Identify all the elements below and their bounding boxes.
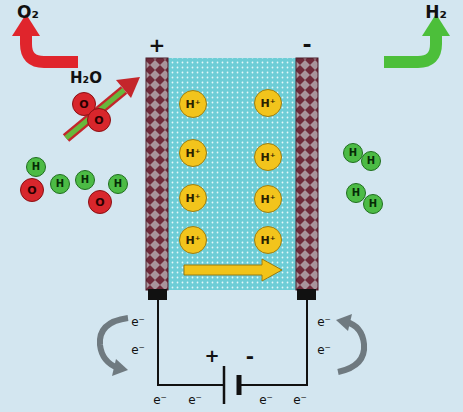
hydrogen-atom: H bbox=[363, 194, 383, 214]
hydrogen-atom-text: H bbox=[367, 156, 375, 166]
electron-label: e⁻ bbox=[317, 316, 331, 328]
electron-label: e⁻ bbox=[188, 394, 202, 406]
hydrogen-atom: H bbox=[108, 174, 128, 194]
proton-circle: H⁺ bbox=[179, 184, 207, 212]
electron-label: e⁻ bbox=[259, 394, 273, 406]
water-inflow-arrow bbox=[66, 90, 124, 138]
polarity-sign: + bbox=[149, 35, 166, 55]
proton-circle: H⁺ bbox=[179, 226, 207, 254]
electron-flow-arrowhead bbox=[336, 314, 352, 331]
proton-circle-text: H⁺ bbox=[185, 193, 200, 204]
proton-circle: H⁺ bbox=[254, 185, 282, 213]
battery-sign: - bbox=[246, 346, 254, 366]
proton-circle-text: H⁺ bbox=[185, 235, 200, 246]
terminal bbox=[297, 289, 316, 300]
proton-circle-text: H⁺ bbox=[260, 152, 275, 163]
electron-label: e⁻ bbox=[131, 344, 145, 356]
proton-circle: H⁺ bbox=[179, 90, 207, 118]
reactant-label: H₂O bbox=[70, 71, 102, 86]
water-inflow-arrow bbox=[66, 90, 124, 138]
battery-plate bbox=[237, 375, 242, 395]
proton-circle: H⁺ bbox=[254, 89, 282, 117]
electron-label: e⁻ bbox=[131, 316, 145, 328]
electron-flow-arrow bbox=[338, 322, 364, 372]
cathode bbox=[296, 58, 318, 290]
hydrogen-atom-text: H bbox=[114, 179, 122, 189]
hydrogen-atom: H bbox=[50, 174, 70, 194]
membrane bbox=[168, 58, 296, 290]
hydrogen-atom-text: H bbox=[352, 188, 360, 198]
electron-label: e⁻ bbox=[317, 344, 331, 356]
oxygen-atom-text: O bbox=[27, 185, 36, 196]
anode bbox=[146, 58, 168, 290]
electron-flow-arrow bbox=[100, 318, 128, 368]
oxygen-atom: O bbox=[88, 190, 112, 214]
hydrogen-atom: H bbox=[75, 170, 95, 190]
electron-label: e⁻ bbox=[293, 394, 307, 406]
proton-circle-text: H⁺ bbox=[260, 98, 275, 109]
proton-flow-arrow bbox=[184, 259, 282, 281]
proton-circle-text: H⁺ bbox=[185, 148, 200, 159]
hydrogen-atom-text: H bbox=[81, 175, 89, 185]
oxygen-atom-text: O bbox=[79, 99, 88, 110]
electron-label: e⁻ bbox=[153, 394, 167, 406]
oxygen-atom-text: O bbox=[94, 115, 103, 126]
hydrogen-atom: H bbox=[343, 143, 363, 163]
proton-circle-text: H⁺ bbox=[260, 194, 275, 205]
hydrogen-atom-text: H bbox=[349, 148, 357, 158]
proton-circle-text: H⁺ bbox=[260, 235, 275, 246]
battery-plate bbox=[223, 366, 226, 404]
product-label: O₂ bbox=[17, 4, 39, 21]
hydrogen-atom: H bbox=[361, 151, 381, 171]
oxygen-atom: O bbox=[87, 108, 111, 132]
electron-flow-arrowhead bbox=[112, 359, 128, 376]
hydrogen-out-arrow bbox=[384, 34, 436, 62]
proton-circle: H⁺ bbox=[179, 139, 207, 167]
wire bbox=[239, 300, 307, 385]
hydrogen-atom-text: H bbox=[369, 199, 377, 209]
oxygen-atom-text: O bbox=[95, 197, 104, 208]
water-inflow-arrowhead bbox=[116, 77, 140, 98]
wire bbox=[158, 300, 224, 385]
proton-circle: H⁺ bbox=[254, 143, 282, 171]
oxygen-atom: O bbox=[20, 178, 44, 202]
polarity-sign: - bbox=[302, 34, 311, 56]
hydrogen-atom-text: H bbox=[56, 179, 64, 189]
battery-sign: + bbox=[204, 347, 219, 365]
hydrogen-atom-text: H bbox=[32, 162, 40, 172]
terminal bbox=[148, 289, 167, 300]
proton-circle: H⁺ bbox=[254, 226, 282, 254]
product-label: H₂ bbox=[425, 4, 447, 21]
hydrogen-atom: H bbox=[26, 157, 46, 177]
oxygen-out-arrow bbox=[26, 34, 78, 62]
proton-circle-text: H⁺ bbox=[185, 99, 200, 110]
